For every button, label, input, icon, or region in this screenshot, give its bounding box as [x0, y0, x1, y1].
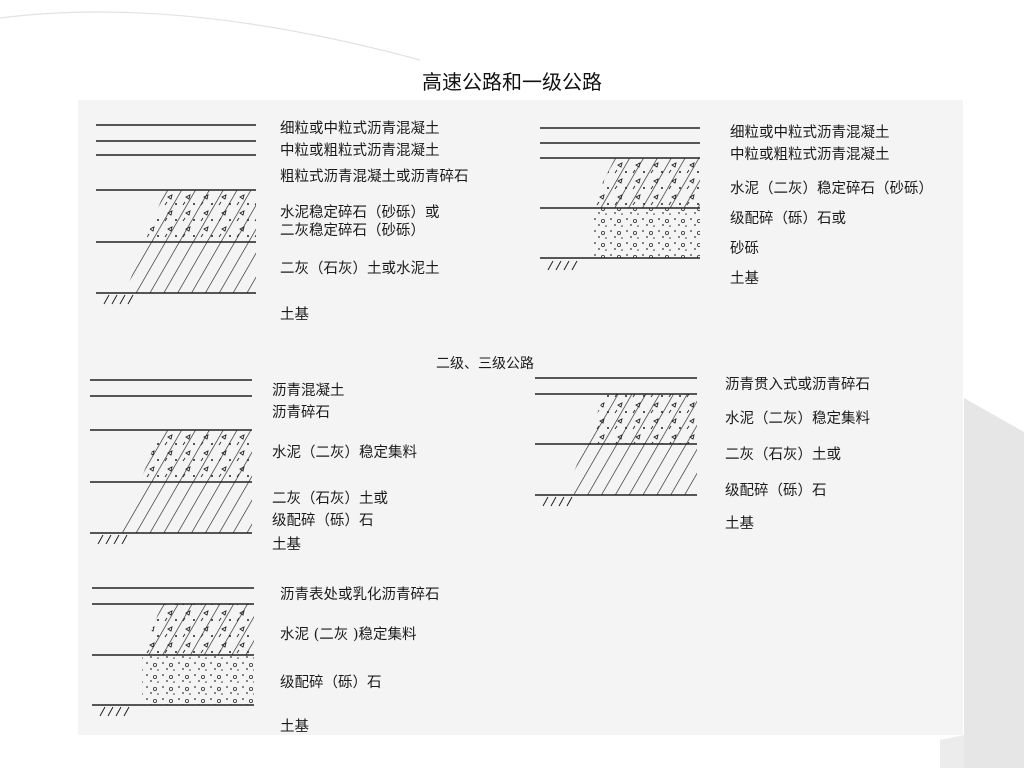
diagram-4-layer-label: 土基 [725, 516, 754, 532]
diagram-1-layer-label: 二灰稳定碎石（砂砾） [280, 223, 425, 239]
diagram-3-layer-label: 二灰（石灰）土或 [272, 491, 388, 507]
diagram-4-secondary-penetration-macadam [535, 377, 697, 507]
diagram-1-layer-label: 粗粒式沥青混凝土或沥青碎石 [280, 169, 469, 185]
diagram-3-secondary-asphalt-concrete [90, 379, 252, 545]
diagram-4-layer-label: 沥青贯入式或沥青碎石 [725, 377, 870, 393]
diagram-3-layer-label: 土基 [272, 537, 301, 553]
diagram-5-layer-label: 沥青表处或乳化沥青碎石 [280, 587, 440, 603]
section-subtitle: 二级、三级公路 [436, 356, 534, 372]
diagram-4-layer-label: 二灰（石灰）土或 [725, 447, 841, 463]
diagram-5-secondary-surface-treatment [92, 587, 254, 717]
diagram-2-layer-label: 细粒或中粒式沥青混凝土 [730, 125, 890, 141]
diagram-1-layer-label: 中粒或粗粒式沥青混凝土 [280, 143, 440, 159]
diagram-2-highway-cement-stabilized [540, 127, 700, 271]
page-title: 高速公路和一级公路 [422, 70, 602, 94]
diagram-3-layer-label: 级配碎（砾）石 [272, 513, 374, 529]
diagram-4-layer-label: 水泥（二灰）稳定集料 [725, 411, 870, 427]
diagram-3-layer-label: 水泥（二灰）稳定集料 [272, 445, 417, 461]
diagram-1-highway-asphalt [96, 124, 256, 305]
diagram-3-layer-label: 沥青碎石 [272, 405, 330, 421]
diagram-2-layer-label: 砂砾 [730, 241, 759, 257]
diagram-2-layer-label: 土基 [730, 271, 759, 287]
diagram-1-layer-label: 水泥稳定碎石（砂砾）或 [280, 205, 440, 221]
diagram-5-layer-label: 水泥 (二灰 )稳定集料 [280, 627, 417, 643]
diagram-1-layer-label: 土基 [280, 307, 309, 323]
diagram-5-layer-label: 级配碎（砾）石 [280, 675, 382, 691]
diagram-4-layer-label: 级配碎（砾）石 [725, 483, 827, 499]
diagram-2-layer-label: 级配碎（砾）石或 [730, 211, 846, 227]
diagram-3-layer-label: 沥青混凝土 [272, 383, 345, 399]
diagram-2-layer-label: 中粒或粗粒式沥青混凝土 [730, 147, 890, 163]
diagram-1-layer-label: 细粒或中粒式沥青混凝土 [280, 121, 440, 137]
diagram-2-layer-label: 水泥（二灰）稳定碎石（砂砾） [730, 181, 933, 197]
diagram-1-layer-label: 二灰（石灰）土或水泥土 [280, 261, 440, 277]
diagram-5-layer-label: 土基 [280, 719, 309, 735]
